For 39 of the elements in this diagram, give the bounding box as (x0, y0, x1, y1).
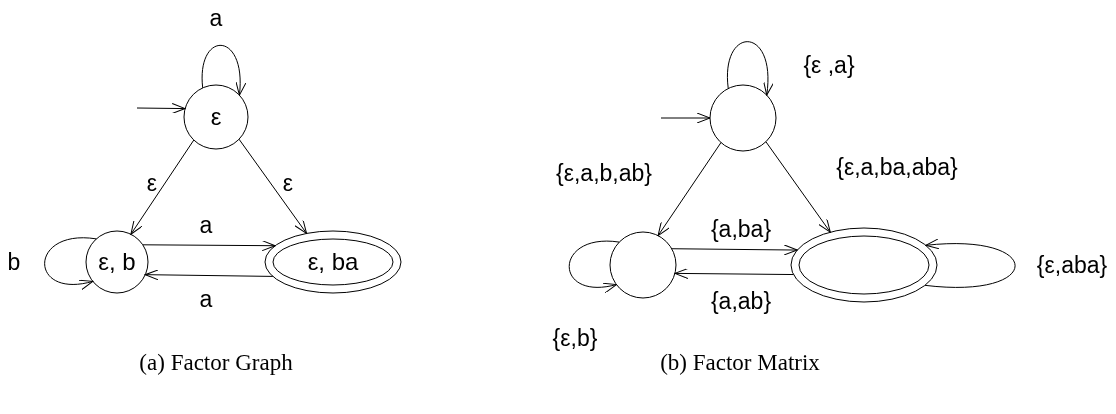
edge-label: a (209, 6, 223, 30)
edge-label: b (7, 250, 21, 274)
state-circle (183, 84, 249, 150)
state-label: ε (210, 105, 222, 129)
state-label: ε, ba (307, 250, 359, 274)
edge-label: a (199, 213, 213, 237)
self-loop-arrow (568, 240, 620, 293)
accepting-state (790, 227, 938, 303)
transition-arrow (671, 244, 798, 256)
self-loop-arrow (924, 239, 1016, 288)
state-label: ε, b (98, 250, 136, 274)
edge-label: {ε,a,b,ab} (556, 161, 652, 185)
figure-caption: (b) Factor Matrix (660, 350, 820, 374)
edge-label: {ε ,a} (803, 53, 855, 77)
edge-label: {ε,a,ba,aba} (836, 155, 958, 179)
transition-arrow (657, 142, 722, 237)
edge-label: {a,ab} (710, 289, 772, 313)
transition-arrow (130, 139, 195, 235)
self-loop-arrow (726, 41, 774, 96)
transition-arrow (660, 112, 711, 124)
edge-label: ε (282, 171, 294, 195)
self-loop-arrow (44, 237, 97, 290)
edge-label: ε (146, 171, 158, 195)
state-circle (85, 230, 149, 294)
transition-arrow (144, 269, 274, 281)
edge-label: {a,ba} (710, 217, 772, 241)
edge-label: {ε,aba} (1036, 253, 1108, 277)
transition-arrow (765, 141, 831, 233)
edge-label: a (199, 287, 213, 311)
state-circle (709, 84, 777, 152)
edge-label: {ε,b} (552, 326, 598, 350)
figure-caption: (a) Factor Graph (139, 350, 293, 374)
self-loop-arrow (201, 44, 246, 96)
transition-arrow (136, 102, 186, 114)
transition-arrow (238, 138, 308, 234)
accepting-state (264, 230, 402, 294)
state-circle (609, 231, 677, 299)
transition-arrow (142, 240, 276, 252)
transition-arrow (674, 268, 794, 279)
